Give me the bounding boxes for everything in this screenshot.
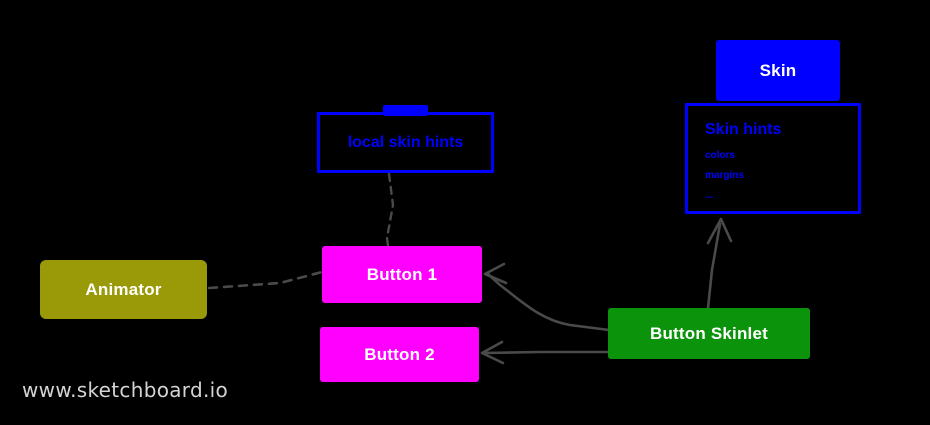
edge-skinlet-to-button2 [482,350,611,355]
edge-skinlet-to-button1 [486,272,611,332]
node-skin-hints[interactable]: Skin hints colors margins ... [685,103,861,214]
node-button-skinlet-label: Button Skinlet [649,323,768,343]
edge-animator-to-button1 [207,270,324,290]
arrowhead-button1 [483,262,508,285]
node-skin[interactable]: Skin [716,40,840,101]
note-tab-icon [383,105,428,116]
watermark: www.sketchboard.io [22,378,229,402]
local-skin-hints-title: local skin hints [347,133,464,151]
node-animator-label: Animator [85,279,162,299]
node-button-skinlet[interactable]: Button Skinlet [608,308,810,359]
node-button1[interactable]: Button 1 [322,246,482,303]
node-skin-label: Skin [759,60,797,80]
skin-hints-item-colors: colors [705,150,736,161]
node-button1-label: Button 1 [366,264,438,284]
skin-hints-title: Skin hints [705,121,782,138]
edge-local-hints-to-button1 [385,172,395,248]
edge-skinlet-to-skin-hints [706,222,722,310]
node-button2-label: Button 2 [364,344,435,364]
node-button2[interactable]: Button 2 [320,327,479,382]
skin-hints-item-ellipsis: ... [705,190,714,201]
node-animator[interactable]: Animator [40,260,207,319]
skin-hints-item-margins: margins [705,170,744,181]
node-local-skin-hints[interactable]: local skin hints [317,112,494,173]
arrowhead-skin-hints [706,217,733,245]
arrowhead-button2 [480,340,505,365]
